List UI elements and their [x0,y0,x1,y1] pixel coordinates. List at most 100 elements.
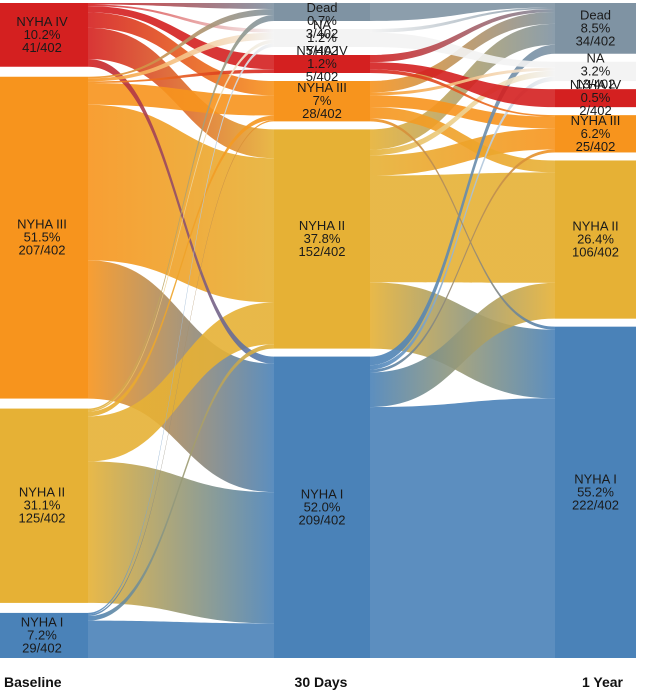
node-label-line: 55.2% [577,484,614,499]
flow-30-days-na-to-na [370,32,555,68]
node-30-days-nyha-ii [274,129,370,349]
node-label-line: 51.5% [24,230,61,245]
flow-baseline-nyha-iv-to-na [88,4,274,33]
flow-baseline-nyha-i-to-nyha-ii [88,344,274,621]
flow-baseline-nyha-ii-to-na [88,39,274,412]
node-30-days-nyha-iii [274,81,370,122]
flow-30-days-dead-to-dead [370,3,555,21]
node-30-days-dead [274,3,370,21]
node-label-line: NA [313,17,331,32]
flow-30-days-nyha-i-to-nyha-i [370,398,555,658]
node-label-line: 6.2% [581,126,611,141]
node-label-line: 41/402 [22,40,62,55]
node-label-line: 106/402 [572,245,619,260]
node-label-line: 222/402 [572,497,619,512]
node-label-line: 34/402 [576,33,616,48]
node-label-line: 29/402 [22,640,62,655]
stage-labels: Baseline 30 Days 1 Year [4,674,624,690]
node-label-line: NYHA I [301,486,344,501]
flow-baseline-nyha-i-to-na [88,43,274,615]
node-baseline-nyha-iv [0,3,88,67]
node-1-year-nyha-ii [555,160,636,319]
node-label-line: 209/402 [299,512,346,527]
node-label-line: NYHA III [17,217,67,232]
node-label-line: 152/402 [299,244,346,259]
flow-baseline-nyha-ii-to-nyha-ii [88,302,274,462]
node-label-line: 1.2% [307,56,337,71]
stage-label-1-year: 1 Year [582,674,624,690]
flow-30-days-nyha-iii-to-nyha-i [370,118,555,330]
node-label-line: NYHA II [299,218,345,233]
flow-baseline-nyha-i-to-nyha-iii [88,119,274,617]
flows-layer [88,3,555,658]
node-label-line: 52.0% [304,499,341,514]
node-label-line: 25/402 [576,139,616,154]
node-baseline-nyha-ii [0,408,88,603]
node-label-line: NYHA III [297,80,347,95]
node-label-line: 28/402 [302,106,342,121]
node-label-line: 13/402 [576,76,616,91]
flow-baseline-nyha-iii-to-dead [88,9,274,79]
flow-30-days-nyha-iv-to-nyha-iv [370,62,555,108]
node-label-line: 207/402 [19,243,66,258]
flow-baseline-nyha-iii-to-nyha-ii [88,104,274,303]
flow-30-days-nyha-i-to-nyha-ii [370,282,555,408]
node-label-line: 7.2% [27,627,57,642]
node-1-year-dead [555,3,636,54]
node-label-line: NYHA III [571,113,621,128]
flow-baseline-nyha-i-to-nyha-i [88,620,274,658]
flow-30-days-nyha-ii-to-nyha-iii [370,128,555,176]
node-label-line: 37.8% [304,231,341,246]
flow-30-days-nyha-iii-to-nyha-ii [370,106,555,173]
flow-30-days-nyha-iv-to-dead [370,8,555,63]
nodes-layer [0,3,636,658]
node-label-line: 3/402 [306,26,339,41]
node-label-line: 0.5% [581,90,611,105]
node-label-line: 3.2% [581,63,611,78]
flow-30-days-nyha-ii-to-na [370,70,555,156]
stage-label-30-days: 30 Days [295,674,348,690]
node-label-line: NYHA I [21,614,64,629]
node-label-line: 5/402 [306,69,339,84]
node-label-line: NYHA IV [570,77,622,92]
flow-baseline-nyha-iv-to-nyha-i [88,58,274,364]
flow-30-days-na-to-dead [370,7,555,33]
node-1-year-na [555,61,636,82]
flow-baseline-nyha-ii-to-nyha-iii [88,115,274,417]
node-label-line: NYHA IV [296,43,348,58]
flow-baseline-nyha-iii-to-na [88,32,274,82]
flow-baseline-nyha-ii-to-nyha-i [88,461,274,624]
flow-baseline-nyha-ii-to-dead [88,15,274,411]
node-30-days-na [274,29,370,47]
node-label-line: Dead [580,7,611,22]
flow-baseline-nyha-iv-to-dead [88,3,274,9]
node-label-line: 5/402 [306,43,339,58]
node-label-line: 8.5% [581,20,611,35]
flow-30-days-nyha-i-to-dead [370,44,555,366]
node-label-line: NYHA IV [16,14,68,29]
flow-30-days-nyha-ii-to-nyha-ii [370,172,555,283]
node-label-line: 10.2% [24,27,61,42]
node-label-line: NA [586,50,604,65]
node-label-line: 31.1% [24,498,61,513]
node-label-line: 1.2% [307,30,337,45]
node-label-line: 26.4% [577,232,614,247]
node-label-line: Dead [306,0,337,15]
node-label-line: NYHA II [19,485,65,500]
node-label-line: 7% [313,93,332,108]
flow-30-days-nyha-i-to-nyha-iii [370,149,555,373]
node-1-year-nyha-iv [555,89,636,108]
